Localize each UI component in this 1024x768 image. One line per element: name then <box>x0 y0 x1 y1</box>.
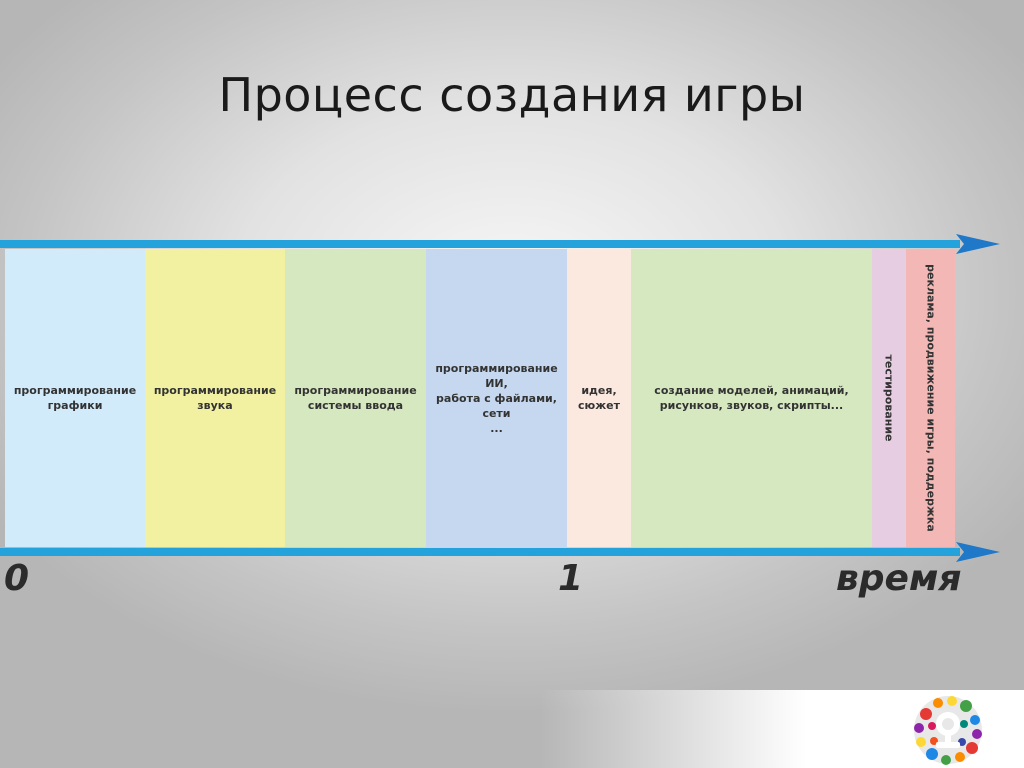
bottom-arrow <box>0 542 1000 562</box>
timeline-segment: программирование ИИ, работа с файлами, с… <box>426 249 567 547</box>
timeline-segment: идея, сюжет <box>567 249 631 547</box>
timeline-segment: программирование системы ввода <box>285 249 426 547</box>
timeline-segment: реклама, продвижение игры, поддержка <box>906 249 955 547</box>
timeline-segment-label: программирование ИИ, работа с файлами, с… <box>435 361 558 435</box>
axis-label-zero: 0 <box>4 558 30 599</box>
timeline-segment: программирование графики <box>5 249 145 547</box>
logo-icon <box>914 696 982 765</box>
timeline-segment: создание моделей, анимаций, рисунков, зв… <box>631 249 872 547</box>
timeline-segment-label: идея, сюжет <box>578 384 620 412</box>
timeline-segment: программирование звука <box>145 249 285 547</box>
axis-label-one: 1 <box>558 558 584 599</box>
slide-title: Процесс создания игры <box>218 68 806 122</box>
axis-label-time: время <box>836 558 962 599</box>
timeline-segment-label: тестирование <box>882 354 896 442</box>
timeline-segment-label: программирование системы ввода <box>294 384 417 412</box>
top-arrow <box>0 234 1000 254</box>
timeline-segment-label: программирование графики <box>13 384 137 412</box>
timeline-band: программирование графики программирование… <box>5 249 955 547</box>
timeline-segment-label: программирование звука <box>153 384 277 412</box>
timeline-segment-label: реклама, продвижение игры, поддержка <box>924 264 937 532</box>
timeline-segment-label: создание моделей, анимаций, рисунков, зв… <box>654 384 849 412</box>
timeline-segment: тестирование <box>872 249 906 547</box>
